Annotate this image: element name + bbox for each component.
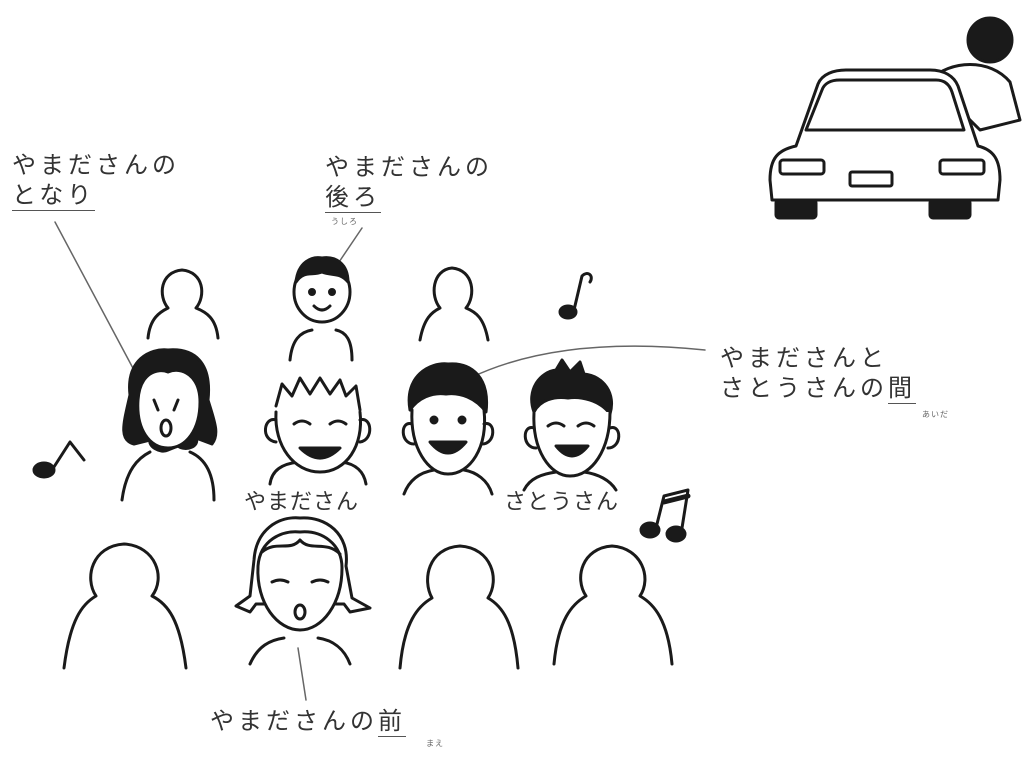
person-silhouette-back-left bbox=[146, 268, 220, 340]
ruby-ushiro: うしろ bbox=[331, 217, 358, 226]
label-mae: やまださんの前 bbox=[210, 706, 406, 737]
ruby-mae: まえ bbox=[426, 739, 444, 748]
yamada-boy bbox=[264, 376, 372, 486]
label-ushiro: やまださんの 後ろ bbox=[325, 152, 493, 213]
label-aida-line2-prefix: さとうさんの bbox=[720, 374, 888, 402]
ruby-aida: あいだ bbox=[922, 410, 949, 419]
name-yamada: やまださん bbox=[244, 490, 360, 515]
boy-between-yamada-and-satou bbox=[401, 362, 495, 496]
label-ushiro-line2: 後ろ bbox=[325, 183, 381, 213]
leader-line-mae bbox=[297, 647, 307, 701]
label-aida-line1: やまださんと bbox=[720, 344, 888, 372]
label-tonari-line2: となり bbox=[12, 181, 96, 211]
car-icon bbox=[768, 16, 1022, 220]
boy-behind-yamada bbox=[288, 256, 354, 362]
label-aida-kanji: 間 bbox=[888, 374, 916, 404]
satou-boy bbox=[522, 358, 621, 492]
label-ushiro-line1: やまださんの bbox=[325, 153, 493, 181]
leader-line-tonari bbox=[54, 221, 136, 373]
eighth-note-icon bbox=[32, 440, 86, 479]
girl-next-to-yamada bbox=[120, 348, 218, 502]
label-mae-prefix: やまださんの bbox=[210, 707, 378, 735]
person-silhouette-front-3 bbox=[398, 544, 520, 670]
girl-in-front-of-yamada bbox=[234, 516, 372, 666]
double-note-icon bbox=[639, 488, 691, 543]
leader-line-aida bbox=[469, 345, 706, 379]
label-tonari: やまださんの となり bbox=[12, 150, 180, 211]
person-silhouette-front-1 bbox=[62, 542, 188, 670]
label-tonari-line1: やまださんの bbox=[12, 151, 180, 179]
person-silhouette-back-right bbox=[418, 266, 490, 342]
person-silhouette-front-4 bbox=[552, 544, 674, 666]
name-satou: さとうさん bbox=[504, 490, 620, 515]
label-aida: やまださんと さとうさんの間 bbox=[720, 343, 916, 404]
music-note-icon bbox=[558, 272, 593, 320]
label-mae-kanji: 前 bbox=[378, 707, 406, 737]
